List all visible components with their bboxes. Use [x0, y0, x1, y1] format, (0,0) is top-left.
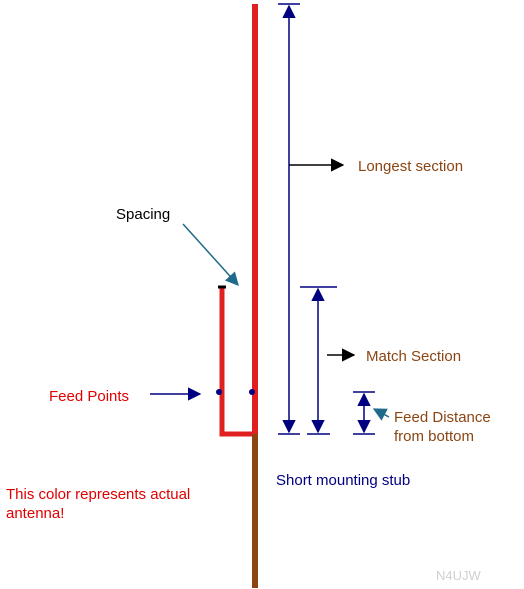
match-section-label: Match Section — [366, 348, 461, 365]
feed-distance-dimension — [353, 391, 375, 435]
antenna — [218, 4, 258, 437]
feed-distance-label-line1: Feed Distance — [394, 409, 491, 426]
feed-points-label: Feed Points — [49, 388, 129, 405]
antenna-color-note-line1: This color represents actual — [6, 486, 190, 503]
feed-point-left — [216, 389, 222, 395]
spacing-pointer-arrow — [182, 223, 239, 287]
antenna-color-note-line2: antenna! — [6, 505, 64, 522]
feed-point-right — [249, 389, 255, 395]
feed-distance-label-line2: from bottom — [394, 428, 474, 445]
longest-section-dimension — [278, 3, 300, 435]
watermark: N4UJW — [436, 568, 482, 583]
match-section-dimension — [300, 286, 337, 435]
spacing-label: Spacing — [116, 206, 170, 223]
feed-distance-pointer-arrow — [372, 408, 390, 421]
short-mounting-stub-label: Short mounting stub — [276, 472, 410, 489]
longest-section-label: Longest section — [358, 158, 463, 175]
antenna-match-section — [219, 287, 255, 437]
